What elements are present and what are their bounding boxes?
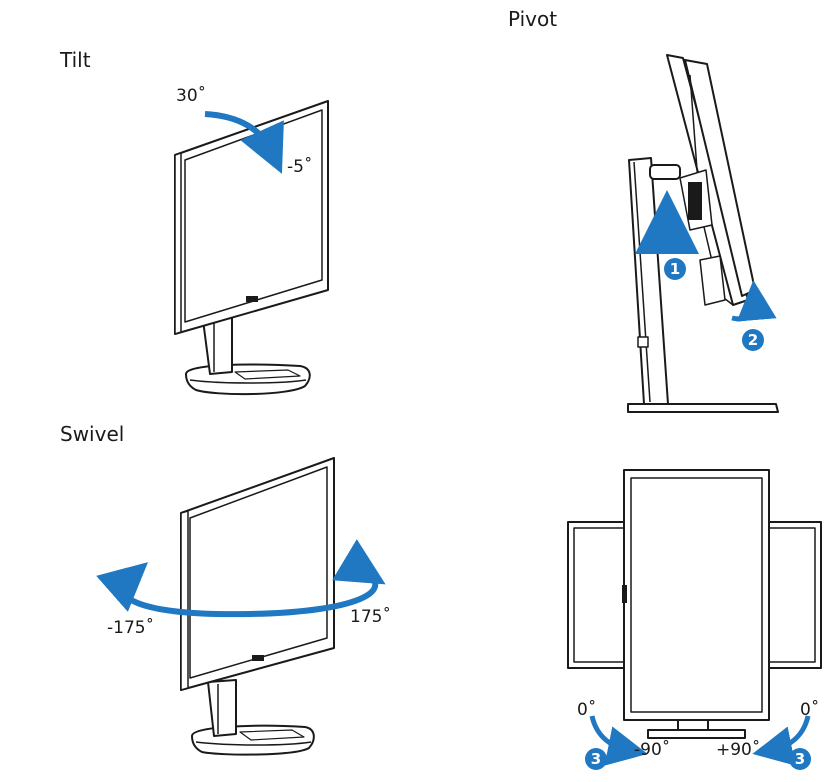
rotate-right-end: +90˚ <box>716 740 761 760</box>
tilt-title: Tilt <box>60 48 91 72</box>
swivel-title: Swivel <box>60 422 125 446</box>
tilt-arrow <box>204 111 284 174</box>
pivot-monitor <box>627 54 779 413</box>
rotate-right-arrow <box>752 715 811 766</box>
rotate-monitor <box>567 469 822 739</box>
tilt-monitor <box>174 100 329 396</box>
swivel-angle-right: 175˚ <box>350 607 391 627</box>
tilt-angle-up: 30˚ <box>176 86 207 106</box>
rotate-step-3-left: 3 <box>585 748 607 770</box>
swivel-arrow <box>96 539 386 618</box>
rotate-left-end: -90˚ <box>634 740 671 760</box>
tilt-angle-down: -5˚ <box>287 157 313 177</box>
rotate-left-start: 0˚ <box>577 700 597 720</box>
swivel-angle-left: -175˚ <box>107 618 155 638</box>
rotate-right-start: 0˚ <box>800 700 820 720</box>
pivot-step-1: 1 <box>664 258 686 280</box>
pivot-rotate-arrow <box>731 280 777 322</box>
pivot-step-2: 2 <box>742 329 764 351</box>
swivel-monitor <box>180 457 335 756</box>
pivot-title: Pivot <box>508 7 558 31</box>
rotate-left-arrow <box>589 715 648 766</box>
rotate-step-3-right: 3 <box>789 748 811 770</box>
